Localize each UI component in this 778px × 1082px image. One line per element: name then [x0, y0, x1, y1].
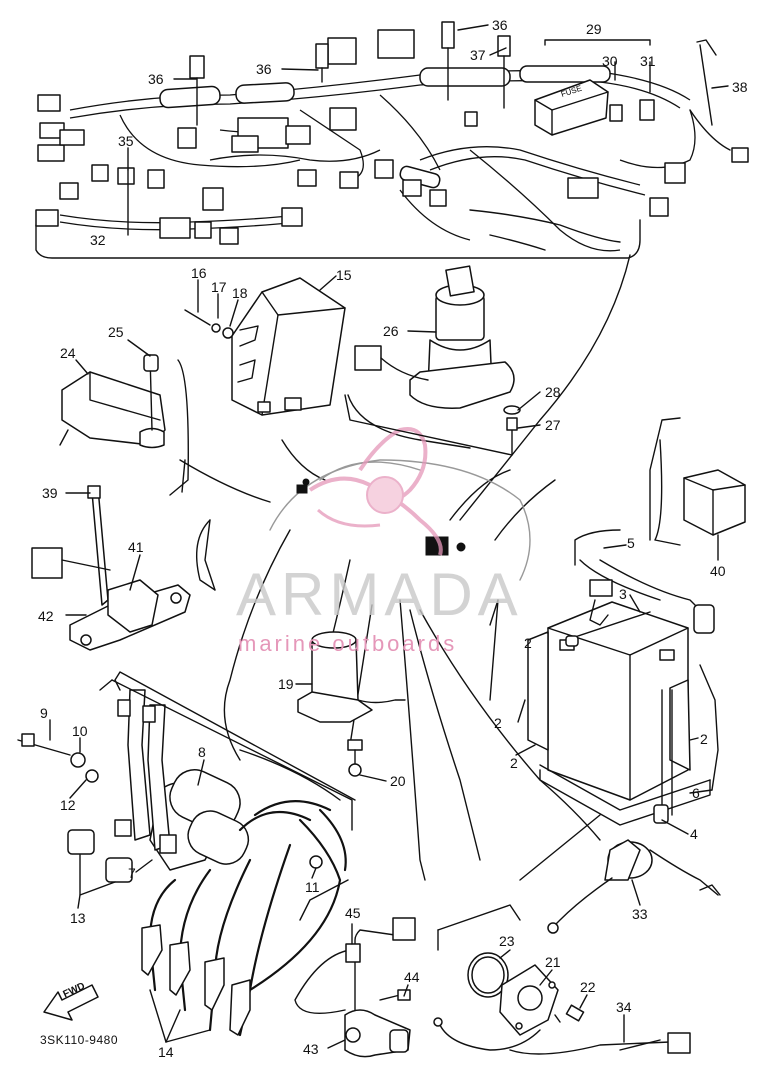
callout-2: 2: [510, 755, 518, 771]
callout-2: 2: [700, 731, 708, 747]
fwd-arrow-icon: [43, 984, 99, 1021]
callout-2: 2: [524, 635, 532, 651]
relay-unit: [59, 354, 166, 449]
callout-31: 31: [640, 53, 656, 69]
callout-15: 15: [336, 267, 352, 283]
watermark-brand: ARMADA: [236, 561, 523, 628]
callout-34: 34: [616, 999, 632, 1015]
spark-plug-leads: [141, 800, 347, 1037]
callout-2: 2: [494, 715, 502, 731]
callout-19: 19: [278, 676, 294, 692]
diagram-code: 3SK110-9480: [40, 1033, 119, 1047]
callout-30: 30: [602, 53, 618, 69]
callout-39: 39: [42, 485, 58, 501]
callout-42: 42: [38, 608, 54, 624]
callout-33: 33: [632, 906, 648, 922]
callout-16: 16: [191, 265, 207, 281]
callout-38: 38: [732, 79, 748, 95]
callout-4: 4: [690, 826, 698, 842]
main-switch: [354, 265, 515, 409]
callout-9: 9: [40, 705, 48, 721]
clamp-bracket: [31, 485, 191, 651]
callout-14: 14: [158, 1044, 174, 1060]
callout-37: 37: [470, 47, 486, 63]
callout-10: 10: [72, 723, 88, 739]
callout-25: 25: [108, 324, 124, 340]
callout-36: 36: [148, 71, 164, 87]
callout-27: 27: [545, 417, 561, 433]
callout-18: 18: [232, 285, 248, 301]
callout-28: 28: [545, 384, 561, 400]
watermark-tagline: marine outboards: [238, 631, 458, 656]
callout-21: 21: [545, 954, 561, 970]
callout-13: 13: [70, 910, 86, 926]
callout-32: 32: [90, 232, 106, 248]
callout-12: 12: [60, 797, 76, 813]
callout-6: 6: [692, 785, 700, 801]
callout-24: 24: [60, 345, 76, 361]
callout-44: 44: [404, 969, 420, 985]
callout-20: 20: [390, 773, 406, 789]
ignitor-unit: [231, 277, 346, 416]
callout-7: 7: [128, 865, 136, 881]
watermark-logo: [308, 427, 443, 556]
starter-relay: [297, 631, 406, 723]
callout-11: 11: [305, 879, 320, 895]
callout-26: 26: [383, 323, 399, 339]
callout-35: 35: [118, 133, 134, 149]
fuse-box: FUSE: [534, 79, 609, 136]
sensor-43: [344, 1009, 411, 1058]
callout-40: 40: [710, 563, 726, 579]
ignition-coil: [114, 689, 250, 871]
callout-3: 3: [619, 586, 627, 602]
wire-harness: FUSE: [35, 21, 749, 252]
callout-23: 23: [499, 933, 515, 949]
callout-5: 5: [627, 535, 635, 551]
callout-8: 8: [198, 744, 206, 760]
callout-41: 41: [128, 539, 144, 555]
callout-36: 36: [492, 17, 508, 33]
relay-40: [683, 469, 746, 536]
battery: [527, 601, 711, 826]
neutral-switch: [547, 839, 721, 934]
callout-29: 29: [586, 21, 602, 37]
callout-45: 45: [345, 905, 361, 921]
callout-22: 22: [580, 979, 596, 995]
callout-17: 17: [211, 279, 227, 295]
callout-43: 43: [303, 1041, 319, 1057]
callout-36: 36: [256, 61, 272, 77]
